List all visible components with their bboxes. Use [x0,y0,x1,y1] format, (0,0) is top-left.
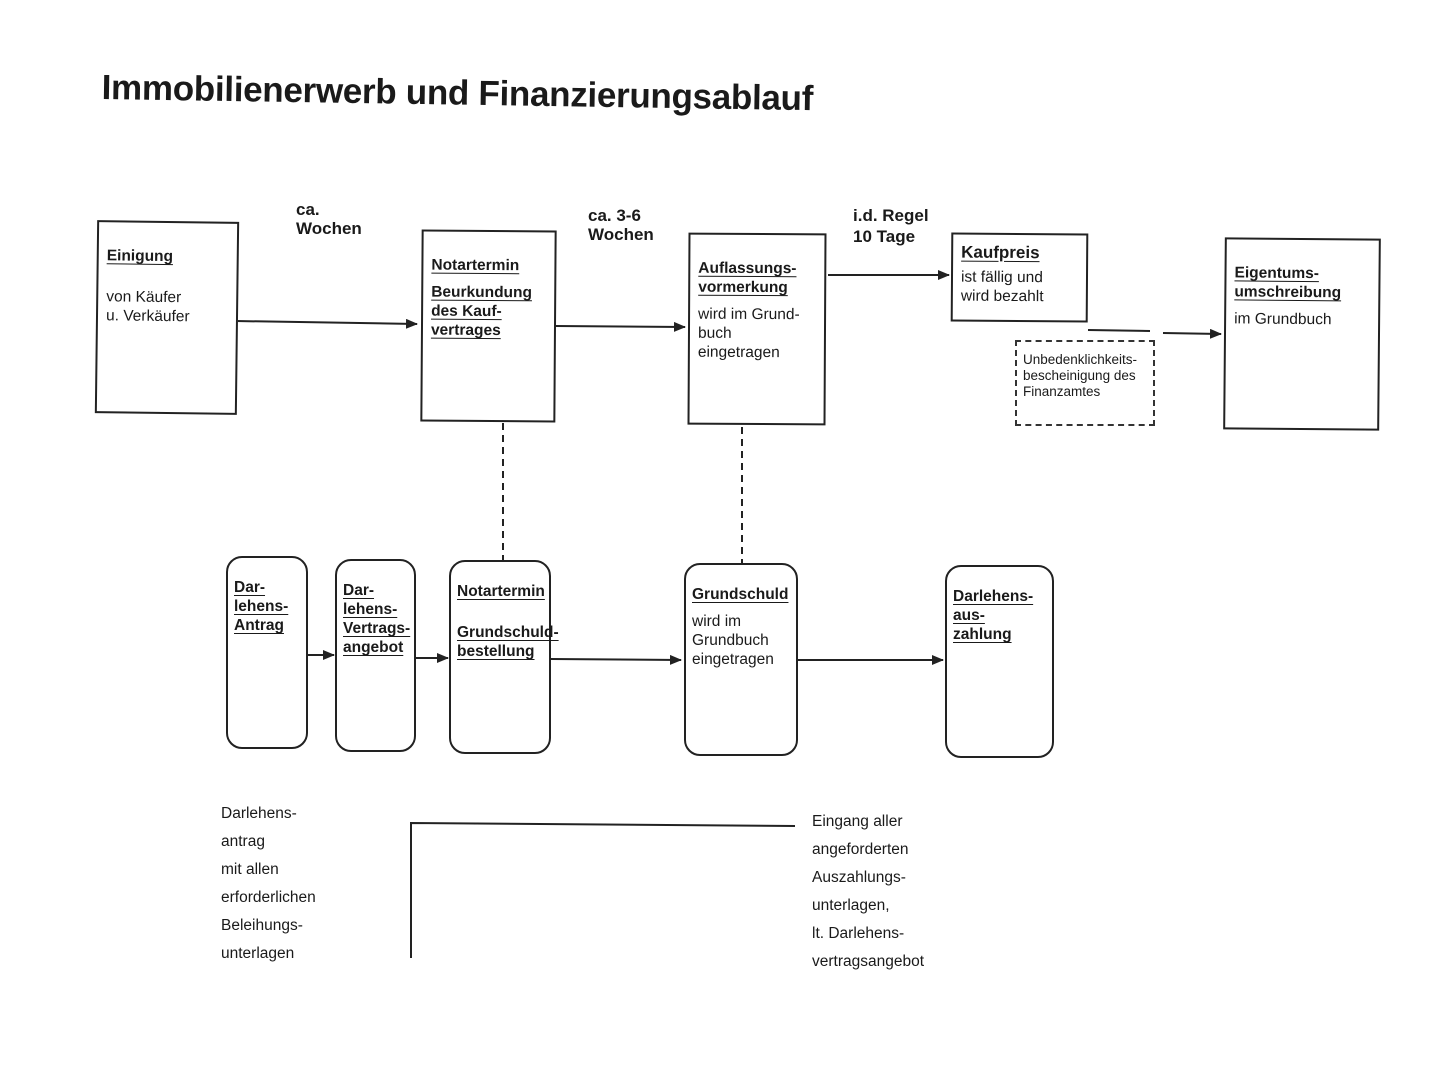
grundschuld-heading: Grundschuld [692,586,789,603]
auflassung-text: wird im Grund- buch eingetragen [697,305,800,362]
grundschuld-text: wird im Grundbuch eingetragen [692,613,774,668]
eigentumsumschreibung-box: Eigentums- umschreibung im Grundbuch [1223,237,1381,431]
einigung-heading: Einigung [106,247,174,266]
arrow-einigung-to-notartermin [235,318,418,329]
arrow-notartermin-to-auflassung [555,321,686,332]
duration-1: ca. Wochen [296,200,362,238]
duration-2: ca. 3-6 Wochen [588,206,654,244]
auflassungsvormerkung-box: Auflassungs- vormerkung wird im Grund- b… [687,232,827,426]
grundschuldbestellung-heading: Grundschuld- bestellung [457,624,559,660]
darlehensantrag-box: Dar- lehens- Antrag [226,556,308,749]
arrow-to-eigentum [1162,328,1222,339]
darlehensantrag-heading: Dar- lehens- Antrag [234,579,289,634]
kaufpreis-box: Kaufpreis ist fällig und wird bezahlt [950,232,1089,323]
line-kaufpreis-bottom [1087,329,1151,332]
duration-3-line2: 10 Tage [853,227,916,246]
eigentum-heading: Eigentums- umschreibung [1234,264,1342,302]
kaufpreis-heading: Kaufpreis [961,242,1040,263]
darlehensauszahlung-box: Darlehens- aus- zahlung [945,565,1054,758]
einigung-text: von Käufer u. Verkäufer [105,288,190,326]
eigentum-text: im Grundbuch [1234,310,1332,329]
beurkundung-heading: Beurkundung des Kauf- vertrages [430,283,533,340]
auflassung-heading: Auflassungs- vormerkung [698,259,797,297]
unbedenklichkeit-box: Unbedenklichkeits- bescheinigung des Fin… [1015,340,1155,426]
kaufpreis-text: ist fällig und wird bezahlt [960,268,1044,306]
vertragsangebot-heading: Dar- lehens- Vertrags- angebot [343,582,411,656]
duration-3-line1: i.d. Regel [853,206,929,225]
note-darlehensantrag: Darlehens- antrag mit allen erforderlich… [221,805,316,962]
unbedenklichkeit-text: Unbedenklichkeits- bescheinigung des Fin… [1023,352,1138,399]
bracket-line [410,821,796,958]
notartermin-kauf-heading: Notartermin [431,256,520,275]
note-auszahlungsunterlagen: Eingang aller angeforderten Auszahlungs-… [812,813,925,970]
vertragsangebot-box: Dar- lehens- Vertrags- angebot [335,559,416,752]
notartermin-kaufvertrag-box: Notartermin Beurkundung des Kauf- vertra… [420,229,557,423]
arrow-notartermin-to-grundschuld [550,654,682,665]
grundschuld-box: Grundschuld wird im Grundbuch eingetrage… [684,563,798,756]
notartermin-grundschuld-heading: Notartermin [457,583,545,600]
auszahlung-heading: Darlehens- aus- zahlung [953,588,1034,643]
einigung-box: Einigung von Käufer u. Verkäufer [94,220,240,415]
notartermin-grundschuld-box: Notartermin Grundschuld- bestellung [449,560,559,754]
